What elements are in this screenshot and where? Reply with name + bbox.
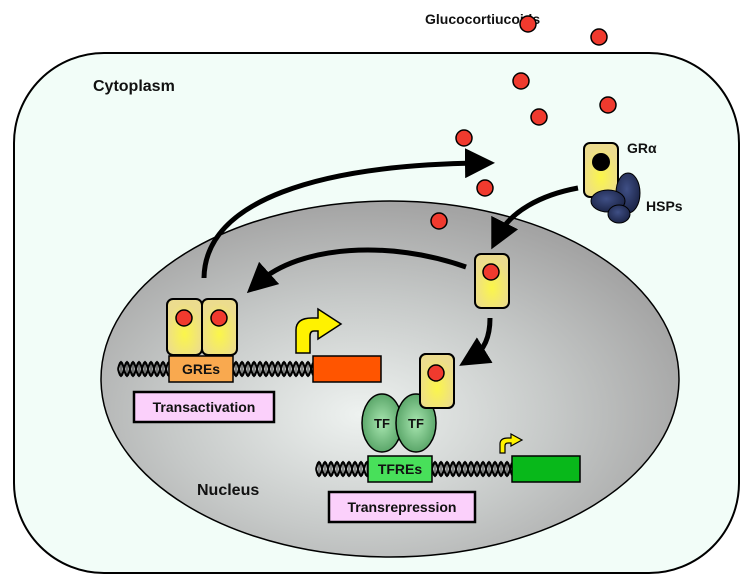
ligand-dot [430,212,448,230]
ligand-dot [590,28,608,46]
pathway-arrows [201,148,579,366]
activated-gene [312,355,382,383]
dna-backbone [232,360,314,378]
tfres-box [367,455,433,483]
gr-dimer [166,298,238,356]
glucocorticoid-molecules [430,15,617,230]
arrow-receptor-to-tf [459,317,493,366]
ligand-dot [512,72,530,90]
ligand-dot [519,15,537,33]
ligand-dot [476,179,494,197]
bound-ligand [427,364,445,382]
transcription-start-arrow-large [295,307,343,354]
bound-ligand [482,263,500,281]
arrow-gres-to-cytoplasm [201,148,495,279]
receptor-label: GRα [627,140,657,156]
inactive-gr-hsp-complex [583,142,641,224]
arrow-hsp-to-nucleus [491,185,579,250]
gr-receptor [474,253,510,309]
receptor-binding-site [592,153,610,171]
tfres-label: TFREs [378,461,423,477]
dna-backbone [232,360,314,378]
bound-ligand [210,309,228,327]
ligand-dot [530,108,548,126]
tf-left-label: TF [374,416,390,431]
transactivation-label: Transactivation [153,399,256,415]
bound-ligand [175,309,193,327]
dna-strand-transrepression [315,460,513,478]
dna-backbone [117,360,170,378]
ligand-dot [455,129,473,147]
glucocorticoids-label: Glucocortiucoids [425,11,540,27]
nucleus-label: Nucleus [197,482,259,499]
repressed-gene [511,455,581,483]
dna-strand-transactivation [117,360,314,378]
transcription-start-arrow-small [499,432,524,454]
hsp-protein [607,204,631,224]
cytoplasm-label: Cytoplasm [93,78,175,95]
hsps-label: HSPs [646,198,683,214]
gr-receptor-right [201,298,238,356]
activated-gr-nuclear [474,253,510,309]
gr-receptor-left [166,298,203,356]
dna-backbone [431,460,513,478]
gres-label: GREs [182,361,220,377]
ligand-dot [599,96,617,114]
dna-backbone [431,460,513,478]
gres-box [168,355,234,383]
transactivation-box [132,390,276,424]
transrepression-label: Transrepression [348,499,457,515]
transrepression-box [327,490,477,524]
tf-right-label: TF [408,416,424,431]
arrow-receptor-to-gres [246,247,467,294]
